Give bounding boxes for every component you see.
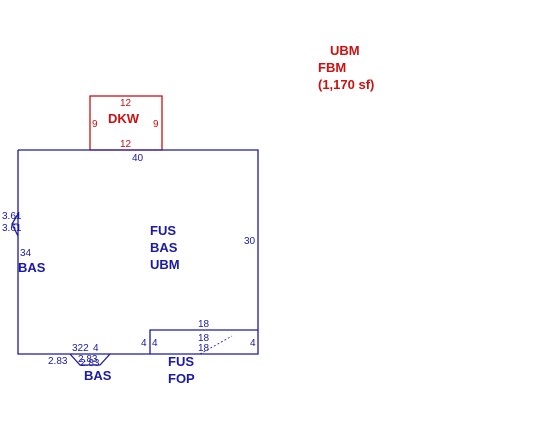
porch-dim-mid1: 18 — [198, 333, 210, 344]
deck-dim-bottom: 12 — [120, 139, 132, 150]
legend-line3: (1,170 sf) — [318, 77, 374, 92]
bottom-bay-dim-a: 2.83 — [48, 356, 68, 367]
main-label-fus: FUS — [150, 223, 176, 238]
main-dim-right: 30 — [244, 236, 256, 247]
bottom-bay-dim-e: 4 — [93, 343, 99, 354]
main-outline — [17, 149, 259, 355]
porch-label-fus: FUS — [168, 354, 194, 369]
deck-dim-top: 12 — [120, 98, 132, 109]
main-dim-left: 34 — [20, 248, 32, 259]
porch-dim-left-b: 4 — [152, 338, 158, 349]
left-bay-dim-b: 3.61 — [2, 223, 22, 234]
porch-dim-mid2: 18 — [198, 343, 210, 354]
porch-dim-top: 18 — [198, 319, 210, 330]
porch-dim-right: 4 — [250, 338, 256, 349]
deck-label: DKW — [108, 111, 140, 126]
porch-label-fop: FOP — [168, 371, 195, 386]
porch-outline — [149, 329, 258, 354]
bottom-bay-dim-b: 2.83 — [78, 354, 98, 365]
porch-dim-left-a: 4 — [141, 338, 147, 349]
deck-dim-left: 9 — [92, 119, 98, 130]
legend-line1: UBM — [330, 43, 360, 58]
deck-dim-right: 9 — [153, 119, 159, 130]
bottom-bay-outline — [69, 353, 111, 366]
main-label-bas: BAS — [150, 240, 178, 255]
main-label-ubm: UBM — [150, 257, 180, 272]
main-dim-top: 40 — [132, 153, 144, 164]
bottom-bay-dim-d: 322 — [72, 343, 89, 354]
bottom-bay-dim-c: 2.83 — [80, 358, 100, 369]
left-bay-dim-a: 3.61 — [2, 211, 22, 222]
left-bay-label: BAS — [18, 260, 46, 275]
bottom-bay-label: BAS — [84, 368, 112, 383]
legend-line2: FBM — [318, 60, 346, 75]
